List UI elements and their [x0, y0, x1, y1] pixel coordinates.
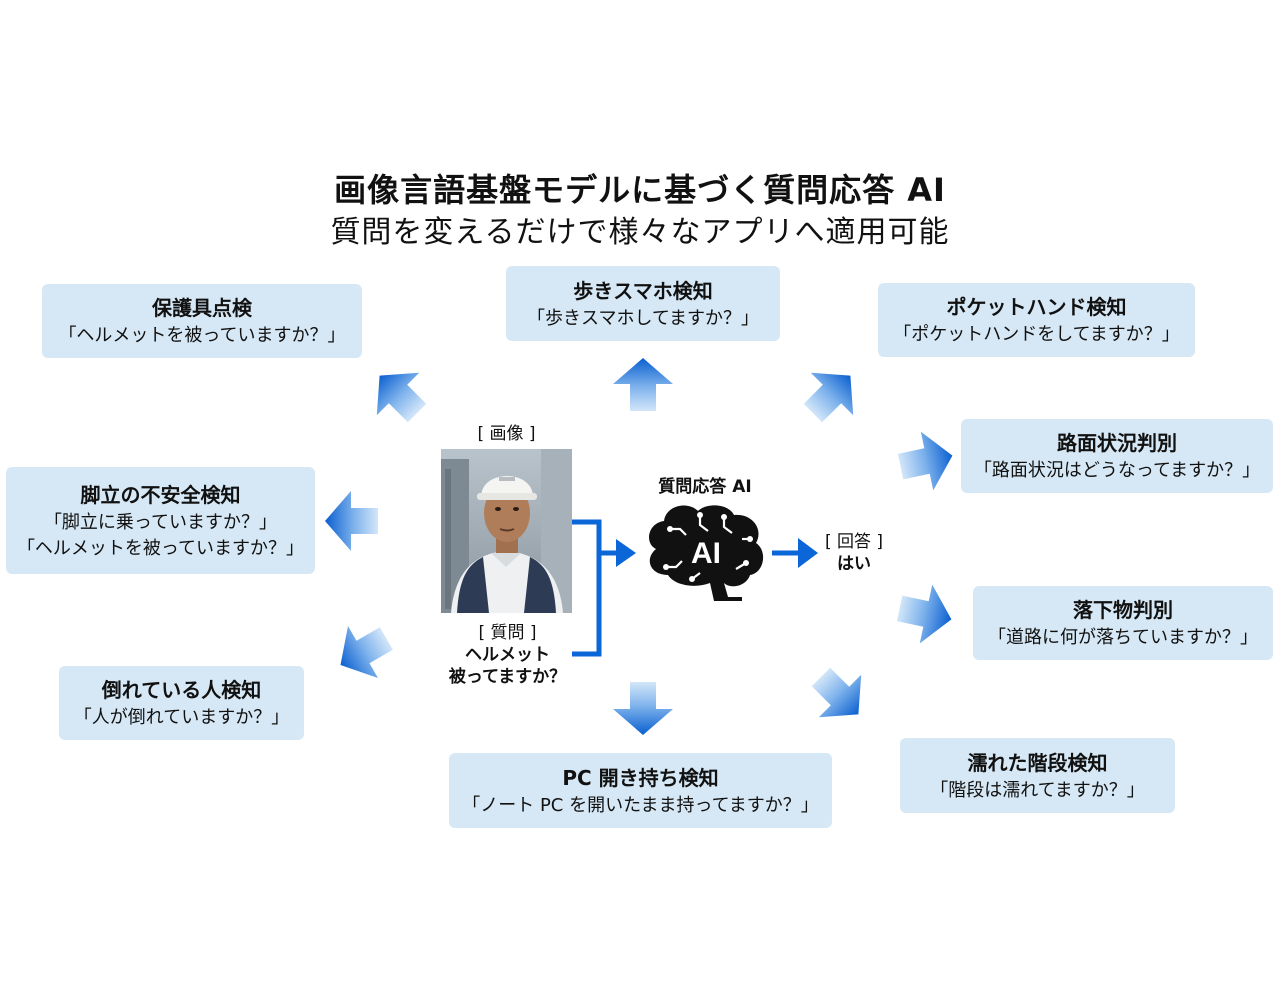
arrow-down-left: [340, 626, 393, 678]
answer-label: [ 回答 ]: [824, 532, 884, 552]
card-fallen-person: 倒れている人検知 「人が倒れていますか？」: [59, 666, 304, 740]
input-connector: [572, 519, 618, 657]
worker-photo: [441, 449, 572, 613]
arrow-up-right: [803, 372, 854, 423]
card-stepladder: 脚立の不安全検知 「脚立に乗っていますか？」 「ヘルメットを被っていますか？」: [6, 467, 315, 574]
card-question: 「階段は濡れてますか？」: [930, 779, 1145, 801]
arrow-right-upper: [897, 431, 953, 491]
card-question: 「ポケットハンドをしてますか？」: [893, 324, 1180, 345]
brain-ai-icon: AI: [649, 505, 764, 601]
card-question: 「ヘルメットを被っていますか？」: [16, 537, 305, 559]
card-title: 路面状況判別: [1057, 431, 1177, 455]
arrow-down: [613, 682, 673, 735]
card-fallen-object: 落下物判別 「道路に何が落ちていますか？」: [973, 586, 1273, 660]
connector-arrowhead: [616, 539, 636, 567]
card-title: 保護具点検: [152, 296, 252, 320]
brain-ai-text: AI: [691, 537, 721, 570]
image-label: [ 画像 ]: [477, 424, 536, 444]
card-question: 「人が倒れていますか？」: [73, 707, 290, 728]
card-title: 脚立の不安全検知: [80, 482, 241, 507]
question-line-2: 被ってますか？: [448, 667, 567, 687]
card-walking-phone: 歩きスマホ検知 「歩きスマホしてますか？」: [506, 266, 780, 341]
arrow-right-lower: [896, 584, 952, 644]
card-title: 倒れている人検知: [101, 678, 262, 702]
card-title: ポケットハンド検知: [946, 295, 1127, 319]
question-line-1: ヘルメット: [465, 645, 550, 665]
arrow-down-right: [811, 667, 862, 718]
card-title: 落下物判別: [1073, 598, 1173, 622]
diagram-subtitle: 質問を変えるだけで様々なアプリへ適用可能: [330, 215, 950, 250]
card-question: 「ヘルメットを被っていますか？」: [58, 325, 346, 346]
arrow-left: [325, 491, 378, 551]
arrow-up: [613, 358, 673, 411]
card-question: 「歩きスマホしてますか？」: [526, 307, 760, 329]
card-pc-open: PC 開き持ち検知 「ノート PC を開いたまま持ってますか？」: [449, 753, 832, 828]
card-title: PC 開き持ち検知: [562, 765, 719, 790]
card-road-surface: 路面状況判別 「路面状況はどうなってますか？」: [961, 419, 1273, 493]
card-pocket-hand: ポケットハンド検知 「ポケットハンドをしてますか？」: [878, 283, 1195, 357]
card-question: 「脚立に乗っていますか？」: [43, 511, 278, 533]
card-protective-gear: 保護具点検 「ヘルメットを被っていますか？」: [42, 284, 362, 358]
arrow-up-left: [376, 372, 427, 423]
card-title: 濡れた階段検知: [967, 750, 1108, 775]
ai-label: 質問応答 AI: [658, 477, 752, 497]
card-question: 「ノート PC を開いたまま持ってますか？」: [462, 794, 819, 816]
diagram-title: 画像言語基盤モデルに基づく質問応答 AI: [334, 171, 946, 209]
card-question: 「路面状況はどうなってますか？」: [973, 460, 1261, 481]
card-question: 「道路に何が落ちていますか？」: [988, 627, 1258, 648]
answer-arrowhead: [798, 538, 818, 568]
answer-value: はい: [837, 554, 871, 574]
question-label: [ 質問 ]: [478, 623, 537, 643]
card-title: 歩きスマホ検知: [573, 278, 713, 303]
card-wet-stairs: 濡れた階段検知 「階段は濡れてますか？」: [900, 738, 1175, 813]
